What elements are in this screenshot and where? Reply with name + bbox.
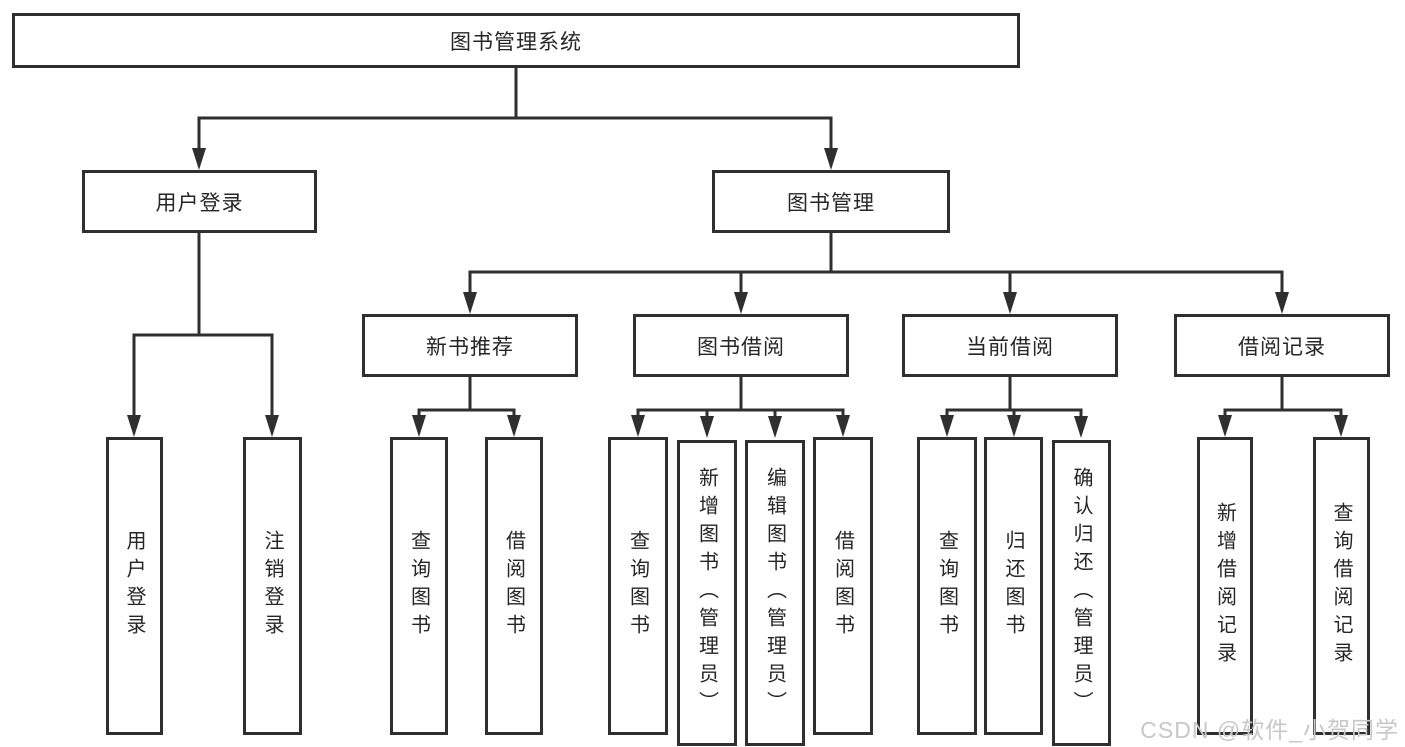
node-root: 图书管理系统 <box>12 13 1020 68</box>
connector-book-borrow-children <box>631 377 850 438</box>
connector-new-book-recommend-children <box>412 377 521 437</box>
leaf-label: 确认归还（管理员） <box>1070 467 1092 719</box>
leaf-label: 借阅图书 <box>502 530 525 642</box>
leaf-label: 查询借阅记录 <box>1330 502 1352 670</box>
leaf-logout: 注销登录 <box>243 437 302 735</box>
leaf-borrow-book-recommend: 借阅图书 <box>485 437 543 735</box>
connector-book-management-children <box>463 233 1289 314</box>
node-current-borrow: 当前借阅 <box>902 314 1118 377</box>
leaf-query-book-current: 查询图书 <box>917 437 977 735</box>
connector-current-borrow-children <box>940 377 1088 438</box>
leaf-edit-book-admin: 编辑图书（管理员） <box>745 440 805 746</box>
connector-user-login-children <box>127 233 279 437</box>
leaf-confirm-return-admin: 确认归还（管理员） <box>1052 440 1111 746</box>
leaf-return-book: 归还图书 <box>984 437 1043 735</box>
csdn-watermark: CSDN @软件_小贺同学 <box>1140 717 1399 743</box>
node-label: 借阅记录 <box>1238 335 1326 359</box>
node-label: 用户登录 <box>155 191 244 215</box>
leaf-label: 借阅图书 <box>831 530 854 642</box>
leaf-label: 注销登录 <box>261 530 283 642</box>
leaf-label: 编辑图书（管理员） <box>763 467 786 719</box>
node-root-label: 图书管理系统 <box>450 30 582 54</box>
leaf-label: 新增借阅记录 <box>1213 502 1236 670</box>
leaf-query-borrow-record: 查询借阅记录 <box>1313 437 1370 735</box>
leaf-query-book-borrow: 查询图书 <box>608 437 668 735</box>
leaf-label: 归还图书 <box>1002 530 1024 642</box>
node-label: 图书管理 <box>787 191 875 215</box>
node-label: 图书借阅 <box>697 335 785 359</box>
leaf-label: 查询图书 <box>935 530 958 642</box>
connector-borrow-records-children <box>1218 377 1348 437</box>
leaf-label: 新增图书（管理员） <box>695 467 718 719</box>
leaf-label: 查询图书 <box>407 530 430 642</box>
leaf-label: 查询图书 <box>626 530 649 642</box>
leaf-borrow-book: 借阅图书 <box>813 437 873 735</box>
node-borrow-records: 借阅记录 <box>1174 314 1390 377</box>
leaf-query-book-recommend: 查询图书 <box>390 437 448 735</box>
node-user-login: 用户登录 <box>82 170 317 233</box>
node-label: 新书推荐 <box>426 335 514 359</box>
connector-root-to-level2 <box>192 68 838 170</box>
leaf-user-login: 用户登录 <box>106 437 163 735</box>
node-new-book-recommend: 新书推荐 <box>362 314 578 377</box>
leaf-add-borrow-record: 新增借阅记录 <box>1197 437 1253 735</box>
leaf-label: 用户登录 <box>123 530 145 642</box>
node-label: 当前借阅 <box>966 335 1054 359</box>
leaf-add-book-admin: 新增图书（管理员） <box>677 440 737 746</box>
node-book-management: 图书管理 <box>712 170 950 233</box>
node-book-borrow: 图书借阅 <box>633 314 849 377</box>
